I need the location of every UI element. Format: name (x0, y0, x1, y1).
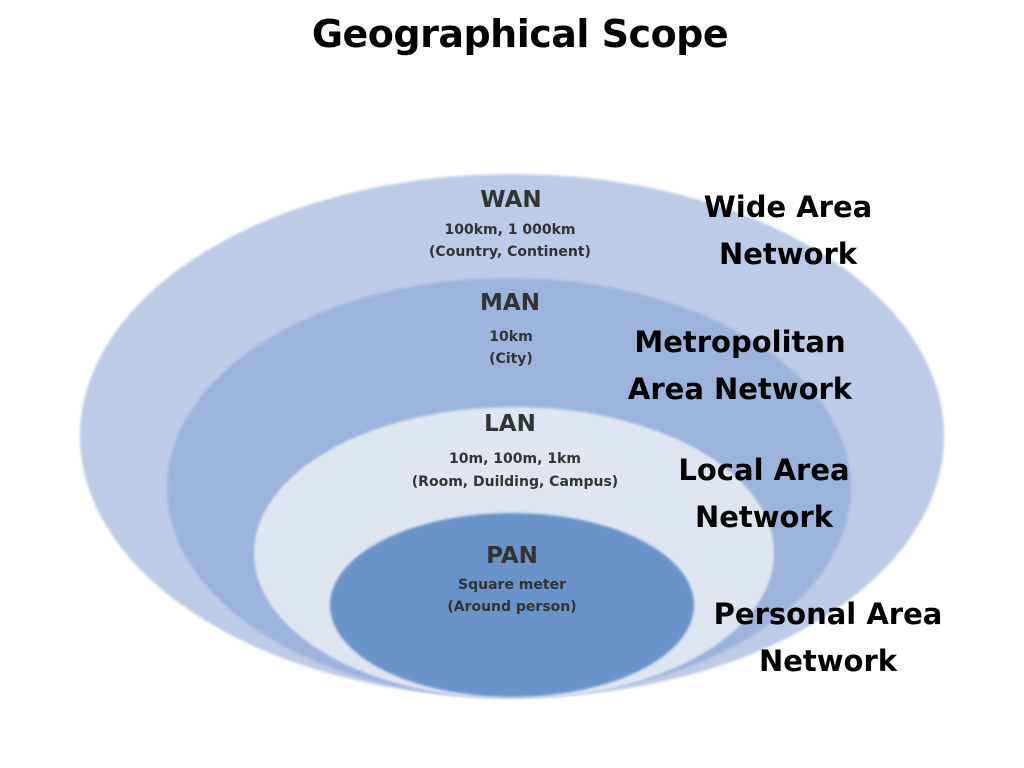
man-label: Metropolitan Area Network (620, 319, 860, 413)
pan-label-line2: Network (758, 644, 898, 678)
lan-title: LAN (484, 411, 536, 437)
pan-scope: (Around person) (447, 599, 576, 615)
pan-label: Personal Area Network (708, 591, 948, 685)
wan-scope: (Country, Continent) (429, 244, 591, 260)
lan-scope: (Room, Duilding, Campus) (412, 474, 618, 490)
wan-label: Wide Area Network (688, 184, 888, 278)
pan-range: Square meter (458, 577, 566, 593)
wan-label-line1: Wide Area (703, 190, 873, 224)
slide-title: Geographical Scope (311, 12, 729, 56)
wan-label-line2: Network (718, 237, 858, 271)
lan-range: 10m, 100m, 1km (449, 451, 581, 467)
wan-title: WAN (480, 187, 541, 213)
man-title: MAN (480, 290, 540, 316)
pan-label-line1: Personal Area (713, 597, 943, 631)
lan-label: Local Area Network (664, 447, 864, 541)
pan-title: PAN (486, 543, 538, 569)
man-label-line1: Metropolitan (634, 325, 846, 359)
lan-label-line2: Network (694, 500, 834, 534)
pan-ring (330, 513, 694, 697)
wan-range: 100km, 1 000km (444, 222, 575, 238)
lan-label-line1: Local Area (678, 453, 850, 487)
man-label-line2: Area Network (627, 372, 853, 406)
man-scope: (City) (489, 351, 533, 367)
man-range: 10km (489, 329, 532, 345)
